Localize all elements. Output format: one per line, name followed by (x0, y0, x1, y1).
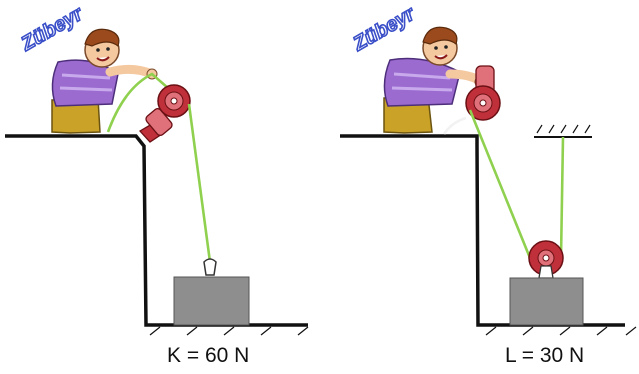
load-block-k (173, 276, 250, 326)
watermark-left: Zübeyr (17, 2, 88, 56)
movable-pulley-right (528, 240, 564, 279)
ground-hatching-left (149, 326, 309, 336)
load-block-l (509, 277, 584, 326)
cliff-edge-left (5, 134, 308, 327)
rope-tail-right (442, 116, 467, 135)
boy-figure-right (383, 26, 487, 134)
hand-pulley-right (465, 65, 501, 121)
load-label-l: L = 30 N (505, 344, 585, 367)
ceiling-support (534, 124, 592, 138)
fixed-pulley-left (138, 84, 191, 143)
rope-to-block-left (187, 103, 212, 263)
watermark-right: Zübeyr (349, 2, 420, 56)
ground-hatching-right (485, 326, 637, 336)
boy-figure-left (51, 28, 158, 134)
load-label-k: K = 60 N (167, 344, 250, 367)
rope-hand-left (106, 72, 169, 133)
left-panel: Zübeyr (5, 2, 309, 336)
rope-hand-to-pulley-right (468, 109, 532, 259)
hook-left (203, 258, 217, 276)
rope-ceiling-right (559, 136, 565, 259)
right-panel: Zübeyr (340, 2, 637, 336)
